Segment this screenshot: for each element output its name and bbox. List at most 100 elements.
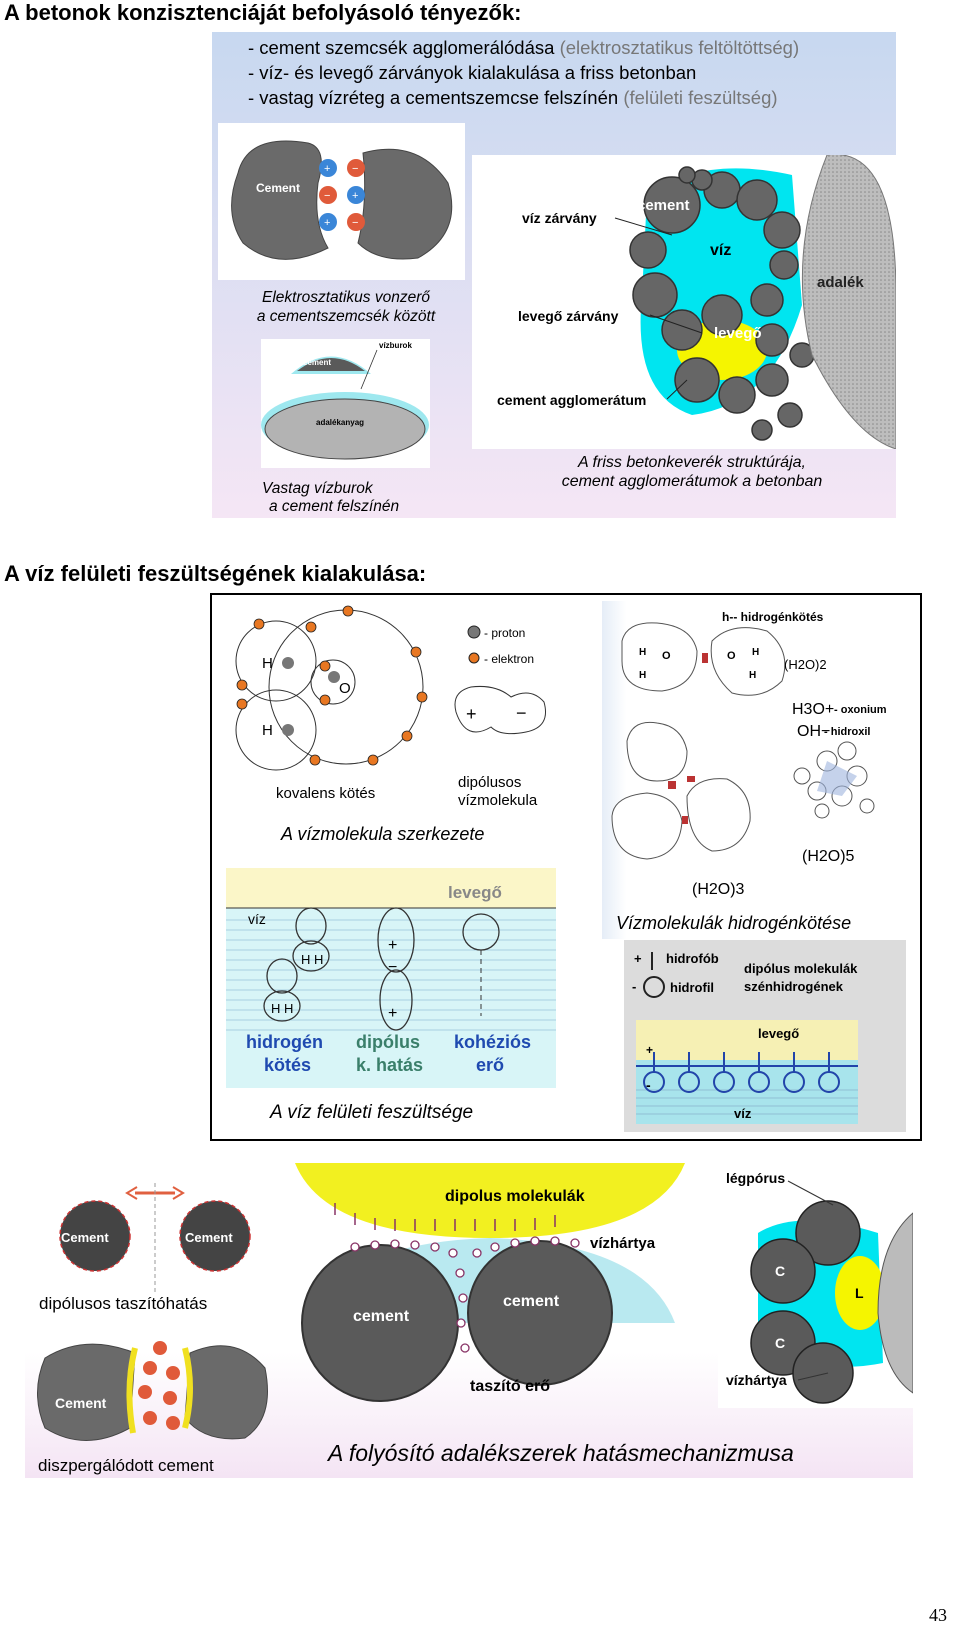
- bullet-list: - cement szemcsék agglomerálódása (elekt…: [248, 35, 799, 110]
- svg-text:cement: cement: [353, 1308, 410, 1325]
- svg-text:O: O: [339, 680, 351, 697]
- svg-text:- elektron: - elektron: [484, 652, 534, 666]
- svg-text:vízburok: vízburok: [379, 341, 412, 350]
- svg-text:+: +: [324, 217, 330, 229]
- svg-text:O: O: [662, 650, 671, 662]
- svg-text:+: +: [646, 1043, 653, 1057]
- electrons: [236, 605, 428, 766]
- svg-text:H H: H H: [301, 952, 323, 967]
- svg-text:−: −: [324, 190, 330, 202]
- water-molecule-structure: H H O - proton - elektron + − kovalens kö…: [226, 602, 560, 862]
- svg-text:A víz felületi feszültsége: A víz felületi feszültsége: [269, 1102, 473, 1123]
- svg-text:A vízmolekula szerkezete: A vízmolekula szerkezete: [280, 824, 484, 844]
- svg-text:hidrofób: hidrofób: [666, 951, 719, 966]
- svg-text:- hidroxil: - hidroxil: [824, 726, 870, 738]
- svg-text:+: +: [352, 190, 358, 202]
- svg-text:C: C: [775, 1263, 785, 1279]
- svg-text:vízhártya: vízhártya: [726, 1372, 787, 1388]
- svg-text:dipolus molekulák: dipolus molekulák: [445, 1188, 585, 1205]
- water-film-image: cement vízburok adalékanyag: [261, 339, 430, 468]
- svg-text:Cement: Cement: [61, 1230, 109, 1245]
- svg-text:C: C: [775, 1335, 785, 1351]
- water-film-caption: Vastag vízburok a cement felszínén: [262, 480, 400, 515]
- svg-text:víz: víz: [248, 911, 266, 927]
- svg-text:−: −: [516, 703, 527, 723]
- page-number: 43: [929, 1605, 947, 1625]
- svg-text:hidrogén: hidrogén: [246, 1032, 323, 1052]
- svg-text:légpórus: légpórus: [726, 1170, 785, 1186]
- svg-text:(H2O)2: (H2O)2: [784, 657, 827, 672]
- fresh-concrete-structure-image: cement víz levegő adalék víz zárvány lev…: [472, 155, 896, 449]
- svg-text:H: H: [639, 670, 646, 681]
- svg-text:(H2O)3: (H2O)3: [692, 881, 745, 898]
- svg-text:H: H: [262, 655, 273, 672]
- svg-text:diszpergálódott cement: diszpergálódott cement: [38, 1456, 214, 1475]
- surface-tension-image: levegő víz H H H H + − + hidrogén kötés dip…: [226, 868, 556, 1131]
- electrostatic-caption: Elektrosztatikus vonzerő a cementszemcsé…: [256, 289, 436, 325]
- svg-text:kohéziós: kohéziós: [454, 1032, 531, 1052]
- svg-text:- oxonium: - oxonium: [834, 704, 887, 716]
- bullet-3: - vastag vízréteg a cementszemcse felszí…: [248, 87, 778, 108]
- svg-text:kötés: kötés: [264, 1055, 311, 1075]
- svg-text:h-- hidrogénkötés: h-- hidrogénkötés: [722, 610, 824, 624]
- svg-text:cement: cement: [303, 358, 331, 367]
- svg-text:cement: cement: [503, 1293, 560, 1310]
- svg-text:H3O+: H3O+: [792, 701, 834, 718]
- svg-text:levegő: levegő: [714, 325, 762, 342]
- air-pore-image: légpórus C C L vízhártya: [718, 1163, 913, 1408]
- cement-grain-label: Cement: [256, 181, 300, 195]
- svg-text:dipólus: dipólus: [356, 1032, 420, 1052]
- svg-text:hidrofil: hidrofil: [670, 980, 714, 995]
- electrostatic-attraction-image: Cement + − − + + −: [218, 123, 465, 280]
- svg-text:L: L: [855, 1285, 864, 1301]
- ion-charges: + − − + + −: [319, 159, 365, 231]
- svg-text:kovalens kötés: kovalens kötés: [276, 785, 375, 802]
- svg-text:- proton: - proton: [484, 626, 525, 640]
- section2-heading: A víz felületi feszültségének kialakulás…: [4, 561, 427, 586]
- svg-text:H: H: [752, 647, 759, 658]
- svg-text:levegő zárvány: levegő zárvány: [518, 308, 619, 324]
- section1-heading: A betonok konzisztenciáját befolyásoló t…: [4, 0, 522, 25]
- svg-text:+: +: [388, 1005, 397, 1022]
- svg-text:k. hatás: k. hatás: [356, 1055, 423, 1075]
- svg-text:dipólusos: dipólusos: [458, 774, 521, 791]
- svg-text:dipólus molekulák: dipólus molekulák: [744, 961, 858, 976]
- svg-text:Vízmolekulák hidrogénkötése: Vízmolekulák hidrogénkötése: [616, 913, 851, 933]
- dipole-molecules-between-cement-image: dipolus molekulák vízhártya cement cemen…: [295, 1163, 685, 1408]
- svg-text:(H2O)5: (H2O)5: [802, 848, 855, 865]
- svg-text:+: +: [388, 937, 397, 954]
- svg-text:+: +: [324, 163, 330, 175]
- dispersed-cement-image: Cement diszpergálódott cement: [25, 1328, 280, 1478]
- svg-text:víz zárvány: víz zárvány: [522, 210, 597, 226]
- svg-text:+: +: [466, 704, 477, 724]
- svg-text:+: +: [634, 951, 642, 966]
- svg-text:víz: víz: [710, 242, 731, 259]
- svg-text:H: H: [262, 722, 273, 739]
- svg-text:−: −: [388, 959, 397, 976]
- svg-text:levegő: levegő: [448, 883, 502, 902]
- fresh-concrete-caption: A friss betonkeverék struktúrája, cement…: [561, 454, 823, 490]
- bullet-2: - víz- és levegő zárványok kialakulása a…: [248, 62, 697, 83]
- svg-text:Cement: Cement: [55, 1395, 107, 1411]
- svg-text:cement: cement: [637, 197, 690, 214]
- svg-text:O: O: [727, 650, 736, 662]
- svg-text:H H: H H: [271, 1001, 293, 1016]
- svg-text:taszító erő: taszító erő: [470, 1378, 550, 1395]
- svg-text:víz: víz: [734, 1106, 752, 1121]
- superplasticizer-caption: A folyósító adalékszerek hatásmechanizmu…: [328, 1440, 794, 1466]
- svg-text:-: -: [632, 979, 636, 994]
- svg-text:-: -: [646, 1077, 651, 1093]
- svg-text:cement agglomerátum: cement agglomerátum: [497, 392, 646, 408]
- svg-text:−: −: [352, 163, 358, 175]
- bullet-1: - cement szemcsék agglomerálódása (elekt…: [248, 37, 800, 58]
- svg-text:−: −: [352, 217, 358, 229]
- dipolar-repulsion-image: Cement Cement dipólusos taszítóhatás: [25, 1163, 280, 1318]
- dipole-molecules-image: + hidrofób - hidrofil dipólus molekulák …: [624, 940, 906, 1132]
- dipole-beads: [350, 1236, 580, 1353]
- svg-text:adalék: adalék: [817, 274, 864, 291]
- svg-text:levegő: levegő: [758, 1026, 799, 1041]
- svg-text:szénhidrogének: szénhidrogének: [744, 979, 844, 994]
- svg-text:H: H: [639, 647, 646, 658]
- svg-text:dipólusos taszítóhatás: dipólusos taszítóhatás: [39, 1294, 207, 1313]
